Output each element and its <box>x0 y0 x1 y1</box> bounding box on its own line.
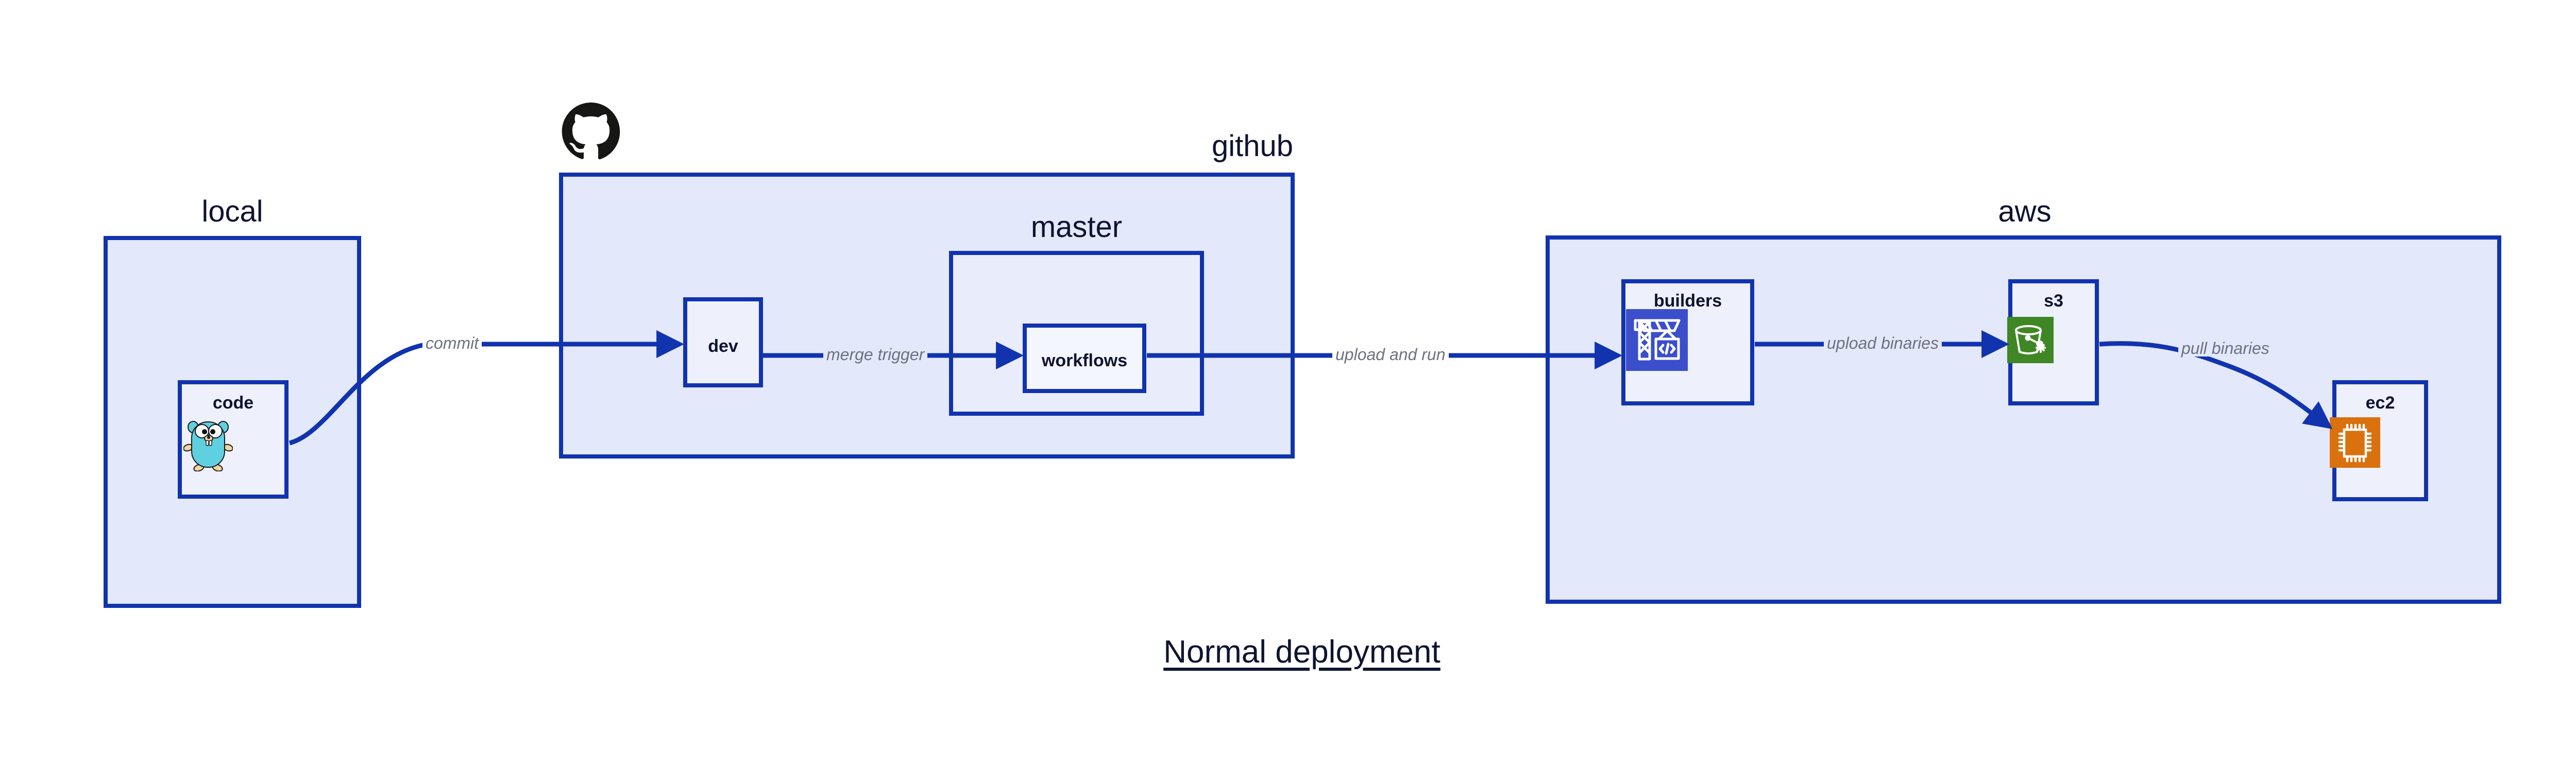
diagram-caption: Normal deployment <box>1163 634 1440 670</box>
node-s3-label: s3 <box>2044 291 2063 311</box>
aws-s3-bucket-icon <box>2007 317 2054 363</box>
edge-label-commit: commit <box>422 335 482 351</box>
node-dev[interactable] <box>683 297 763 387</box>
aws-ec2-chip-icon <box>2330 417 2380 468</box>
github-octocat-icon <box>560 101 622 164</box>
node-builders-label: builders <box>1653 291 1722 311</box>
edge-label-merge-trigger: merge trigger <box>823 346 928 363</box>
node-workflows-label: workflows <box>1041 351 1128 370</box>
edge-label-upload-binaries: upload binaries <box>1824 335 1942 351</box>
go-gopher-icon <box>183 415 233 472</box>
node-dev-label: dev <box>708 336 738 356</box>
edge-label-pull-binaries: pull binaries <box>2178 340 2273 356</box>
node-workflows[interactable] <box>1023 324 1146 393</box>
node-ec2-label: ec2 <box>2365 393 2395 413</box>
group-master-label: master <box>1030 210 1123 244</box>
aws-builders-icon <box>1626 309 1688 371</box>
group-github-label: github <box>1211 129 1293 163</box>
node-code-label: code <box>212 393 254 413</box>
edge-label-upload-and-run: upload and run <box>1332 346 1449 363</box>
group-local-label: local <box>201 195 263 228</box>
group-aws-label: aws <box>1998 195 2052 228</box>
